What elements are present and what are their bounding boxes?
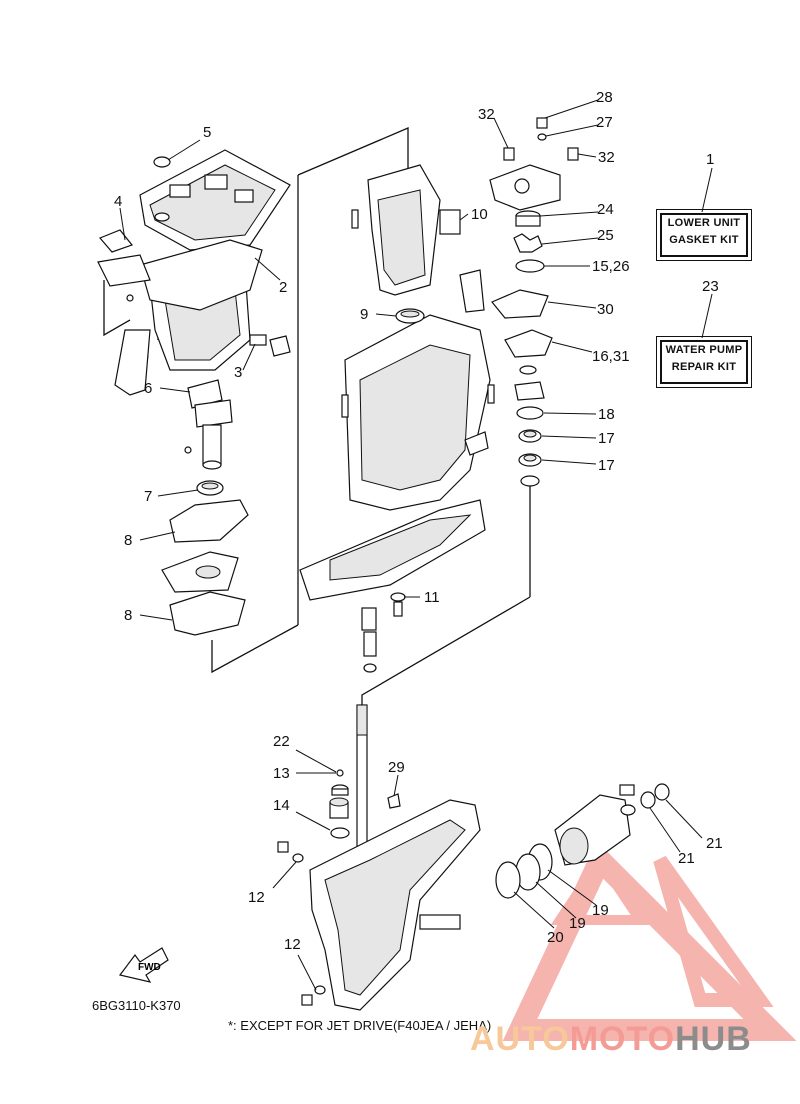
sleeve-part: [329, 797, 349, 819]
callout-17-lower: 17: [598, 457, 615, 474]
callout-15-26: 15,26: [592, 258, 630, 275]
water-pump-kit-line1: WATER PUMP: [665, 344, 743, 356]
callout-11: 11: [424, 589, 440, 606]
gasket-8-lower-part: [169, 591, 246, 636]
gasket-2-part: [139, 239, 263, 311]
watermark-part-moto: MOTO: [569, 1020, 676, 1058]
oil-seal-housing-part: [514, 365, 545, 401]
callout-21-left: 21: [678, 850, 695, 867]
seal-21-part: [640, 783, 670, 809]
shim-22-part: [336, 769, 344, 777]
water-pump-kit-line2: REPAIR KIT: [671, 361, 737, 373]
lower-unit-kit-line1: LOWER UNIT: [667, 217, 741, 229]
insert-cartridge-24-part: [515, 210, 541, 227]
callout-4: 4: [114, 193, 122, 210]
footnote: *: EXCEPT FOR JET DRIVE(F40JEA / JEHA): [228, 1018, 492, 1033]
seal-17-lower-part: [518, 453, 542, 467]
callout-30: 30: [597, 301, 614, 318]
water-pump-repair-kit-box: WATER PUMP REPAIR KIT: [656, 336, 752, 388]
callout-6: 6: [144, 380, 152, 397]
callout-22: 22: [273, 733, 290, 750]
plate-6-part: [187, 379, 223, 409]
plug-3-part: [249, 334, 291, 357]
seal-9-part: [395, 308, 425, 324]
callout-20: 20: [547, 929, 564, 946]
callout-32-right: 32: [598, 149, 615, 166]
drain-screw-12-upper-part: [277, 841, 304, 863]
lower-case-part: [309, 799, 481, 1011]
callout-24: 24: [597, 201, 614, 218]
lower-unit-kit-line2: GASKET KIT: [669, 234, 739, 246]
gasket-16-part: [504, 329, 553, 358]
exhaust-pipe-part: [114, 329, 151, 396]
watermark-wordmark: AUTOMOTOHUB: [470, 1020, 752, 1059]
watermark-part-hub: HUB: [675, 1020, 752, 1058]
washer-part: [520, 475, 540, 487]
o-ring-15-part: [515, 259, 545, 273]
callout-19-right: 19: [592, 902, 609, 919]
watermark-logo-icon: [502, 841, 797, 1041]
water-pump-housing-part: [489, 117, 579, 211]
callout-28: 28: [596, 89, 613, 106]
callout-14: 14: [273, 797, 290, 814]
propeller-shaft-housing-part: [554, 784, 636, 866]
callout-9: 9: [360, 306, 368, 323]
fwd-arrow-icon: FWD: [118, 947, 169, 983]
lower-unit-gasket-kit-box: LOWER UNIT GASKET KIT: [656, 209, 752, 261]
callout-27: 27: [596, 114, 613, 131]
watermark-part-auto: AUTO: [470, 1020, 570, 1058]
driveshaft-housing-part: [299, 164, 491, 601]
callout-7: 7: [144, 488, 152, 505]
callout-21-right: 21: [706, 835, 723, 852]
callout-8-upper: 8: [124, 532, 132, 549]
housing-bolts-part: [341, 209, 495, 418]
leader-lines: [119, 99, 713, 991]
o-ring-14-part: [330, 827, 350, 839]
callout-13: 13: [273, 765, 290, 782]
callout-labels: 5 4 2 3 6 7 8 8 9 10 11 12 12 13 14 22 2…: [114, 89, 723, 953]
pin-29-part: [387, 793, 401, 809]
callout-12-lower: 12: [284, 936, 301, 953]
diagram-code: 6BG3110-K370: [92, 998, 181, 1013]
impeller-25-part: [513, 233, 543, 253]
callout-3: 3: [234, 364, 242, 381]
driveshaft-part: [356, 704, 368, 856]
callout-19-left: 19: [569, 915, 586, 932]
callout-16-31: 16,31: [592, 348, 630, 365]
callout-10: 10: [471, 206, 488, 223]
bearing-13-part: [331, 784, 349, 796]
callout-25: 25: [597, 227, 614, 244]
seal-17-upper-part: [518, 429, 542, 443]
grommet-11-part: [390, 592, 406, 617]
callout-29: 29: [388, 759, 405, 776]
outer-plate-30-part: [491, 289, 549, 319]
water-tube-part: [184, 399, 233, 470]
fwd-label: FWD: [138, 962, 161, 973]
callout-17-upper: 17: [598, 430, 615, 447]
callout-1: 1: [706, 151, 714, 168]
gasket-8-upper-part: [169, 499, 249, 543]
o-ring-18-part: [516, 406, 544, 420]
o-ring-20-part: [495, 861, 521, 899]
callout-18: 18: [598, 406, 615, 423]
seal-7-part: [196, 480, 224, 496]
driveshaft-bushing-part: [361, 607, 377, 673]
callout-32-left: 32: [478, 106, 495, 123]
callout-12-upper: 12: [248, 889, 265, 906]
drain-screw-12-lower-part: [301, 985, 326, 1006]
callout-2: 2: [279, 279, 287, 296]
adapter-plate-part: [161, 551, 239, 593]
callout-5: 5: [203, 124, 211, 141]
callout-23: 23: [702, 278, 719, 295]
callout-8-lower: 8: [124, 607, 132, 624]
